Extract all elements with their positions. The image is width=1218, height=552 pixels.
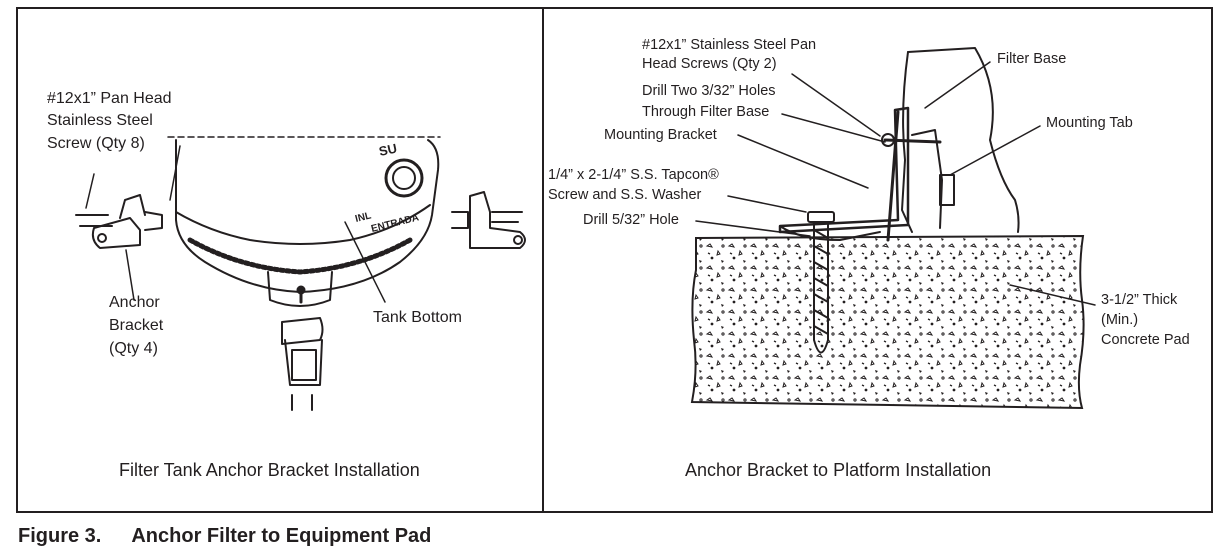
drill-holes-label-line-2: Through Filter Base bbox=[642, 104, 770, 120]
concrete-pad-shape bbox=[690, 234, 1085, 410]
bracket-label-line-1: Anchor bbox=[109, 294, 160, 311]
pan-screws-label-line-1: #12x1” Stainless Steel Pan bbox=[642, 37, 817, 53]
filter-base-label: Filter Base bbox=[997, 51, 1067, 67]
tank-emboss-top: SU bbox=[378, 141, 399, 159]
screw-label-line-1: #12x1” Pan Head bbox=[47, 90, 172, 107]
figure-caption: Figure 3. Anchor Filter to Equipment Pad bbox=[18, 525, 431, 548]
bracket-label-line-2: Bracket bbox=[109, 317, 164, 334]
left-panel-caption: Filter Tank Anchor Bracket Installation bbox=[119, 460, 420, 480]
figure-number: Figure 3. bbox=[18, 525, 102, 547]
mounting-tab-label: Mounting Tab bbox=[1046, 115, 1133, 131]
tank-bottom-label: Tank Bottom bbox=[373, 309, 462, 326]
mounting-bracket-label: Mounting Bracket bbox=[604, 127, 717, 143]
concrete-label-line-3: Concrete Pad bbox=[1101, 332, 1190, 348]
concrete-label-line-2: (Min.) bbox=[1101, 312, 1139, 328]
panel-divider bbox=[542, 7, 544, 513]
figure-frame bbox=[16, 7, 1213, 513]
drill-hole-label: Drill 5/32” Hole bbox=[583, 212, 679, 228]
figure-title: Anchor Filter to Equipment Pad bbox=[131, 525, 432, 547]
drill-holes-label-line-1: Drill Two 3/32” Holes bbox=[642, 83, 776, 99]
tank-emboss-inlet: INL bbox=[354, 210, 372, 225]
right-panel-caption: Anchor Bracket to Platform Installation bbox=[685, 460, 992, 480]
screw-label-line-2: Stainless Steel bbox=[47, 112, 153, 129]
screw-label-line-3: Screw (Qty 8) bbox=[47, 135, 145, 152]
concrete-label-line-1: 3-1/2” Thick bbox=[1101, 292, 1178, 308]
tapcon-label-line-2: Screw and S.S. Washer bbox=[548, 187, 702, 203]
bracket-label-line-3: (Qty 4) bbox=[109, 340, 158, 357]
pan-screws-label-line-2: Head Screws (Qty 2) bbox=[642, 56, 777, 72]
tapcon-label-line-1: 1/4” x 2-1/4” S.S. Tapcon® bbox=[548, 167, 719, 183]
